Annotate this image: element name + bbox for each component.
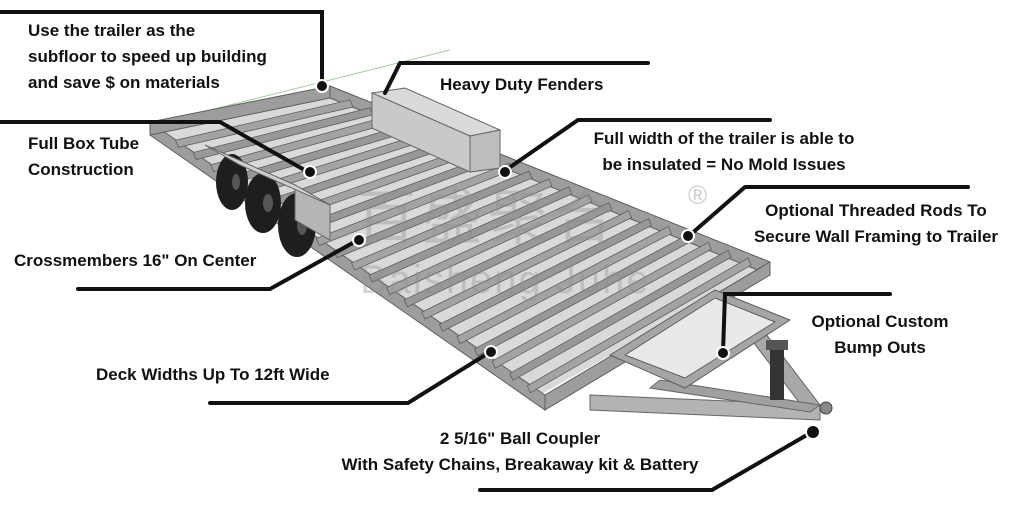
label-subfloor-line-3: and save $ on materials	[28, 73, 220, 92]
leader-dots	[303, 79, 821, 440]
label-deck-widths: Deck Widths Up To 12ft Wide	[96, 362, 330, 388]
label-deck-widths-line-1: Deck Widths Up To 12ft Wide	[96, 365, 330, 384]
crossmember	[175, 99, 354, 148]
crossmember	[403, 202, 613, 308]
crossmember	[421, 210, 633, 320]
label-subfloor: Use the trailer as the subfloor to speed…	[28, 18, 267, 96]
dot-coupler	[805, 424, 821, 440]
label-subfloor-line-1: Use the trailer as the	[28, 21, 196, 40]
leader-coupler	[478, 430, 814, 492]
label-threaded-rods: Optional Threaded Rods To Secure Wall Fr…	[738, 198, 1014, 250]
dot-threaded-rods	[681, 229, 695, 243]
watermark-cjk: 百盛聚合	[356, 184, 620, 254]
leader-fenders	[383, 61, 650, 95]
label-coupler: 2 5/16" Ball Coupler With Safety Chains,…	[300, 426, 740, 478]
label-insulated: Full width of the trailer is able to be …	[574, 126, 874, 178]
crossmember	[509, 249, 732, 382]
crossmember	[350, 178, 553, 271]
label-crossmembers: Crossmembers 16" On Center	[14, 248, 256, 274]
crossmember	[315, 162, 513, 246]
crossmember	[333, 170, 533, 259]
watermark-latin: Baisheng Juhe	[360, 258, 651, 302]
label-box-tube-line-2: Construction	[28, 160, 134, 179]
leader-insulated	[504, 118, 772, 172]
leader-threaded-rods	[688, 185, 970, 237]
crossmember	[368, 186, 573, 283]
label-bump-outs: Optional Custom Bump Outs	[790, 309, 970, 361]
fender-front	[204, 144, 331, 241]
label-threaded-rods-line-1: Optional Threaded Rods To	[765, 201, 987, 220]
dot-crossmembers	[352, 233, 366, 247]
label-bump-outs-line-2: Bump Outs	[834, 338, 926, 357]
crossmember	[386, 194, 593, 296]
label-bump-outs-line-1: Optional Custom	[811, 312, 949, 331]
leader-crossmembers	[76, 238, 360, 291]
leader-bump-outs	[721, 292, 892, 354]
label-subfloor-line-2: subfloor to speed up building	[28, 47, 267, 66]
label-box-tube: Full Box Tube Construction	[28, 131, 139, 183]
dot-insulated	[498, 165, 512, 179]
dot-deck-widths	[484, 345, 498, 359]
label-coupler-line-2: With Safety Chains, Breakaway kit & Batt…	[341, 455, 699, 474]
label-fenders: Heavy Duty Fenders	[440, 72, 603, 98]
dot-subfloor	[315, 79, 329, 93]
crossmember	[526, 257, 752, 394]
label-crossmembers-line-1: Crossmembers 16" On Center	[14, 251, 257, 270]
crossmember	[456, 225, 672, 345]
label-insulated-line-1: Full width of the trailer is able to	[593, 129, 855, 148]
watermark-reg: ®	[688, 180, 708, 210]
label-threaded-rods-line-2: Secure Wall Framing to Trailer	[753, 227, 999, 246]
leader-deck-widths	[208, 350, 492, 405]
fender-back	[370, 87, 502, 173]
dot-bump-outs	[716, 346, 730, 360]
leader-subfloor	[0, 10, 324, 88]
label-insulated-line-2: be insulated = No Mold Issues	[602, 155, 846, 174]
leader-lines	[0, 10, 970, 492]
crossmember	[491, 241, 712, 369]
crossmembers	[175, 99, 752, 394]
label-box-tube-line-1: Full Box Tube	[28, 134, 140, 153]
label-coupler-line-1: 2 5/16" Ball Coupler	[439, 429, 601, 448]
dot-box-tube	[303, 165, 317, 179]
leader-box-tube	[0, 120, 310, 174]
label-fenders-line-1: Heavy Duty Fenders	[440, 75, 604, 94]
bump-out	[608, 289, 792, 389]
crossmember	[438, 217, 653, 332]
